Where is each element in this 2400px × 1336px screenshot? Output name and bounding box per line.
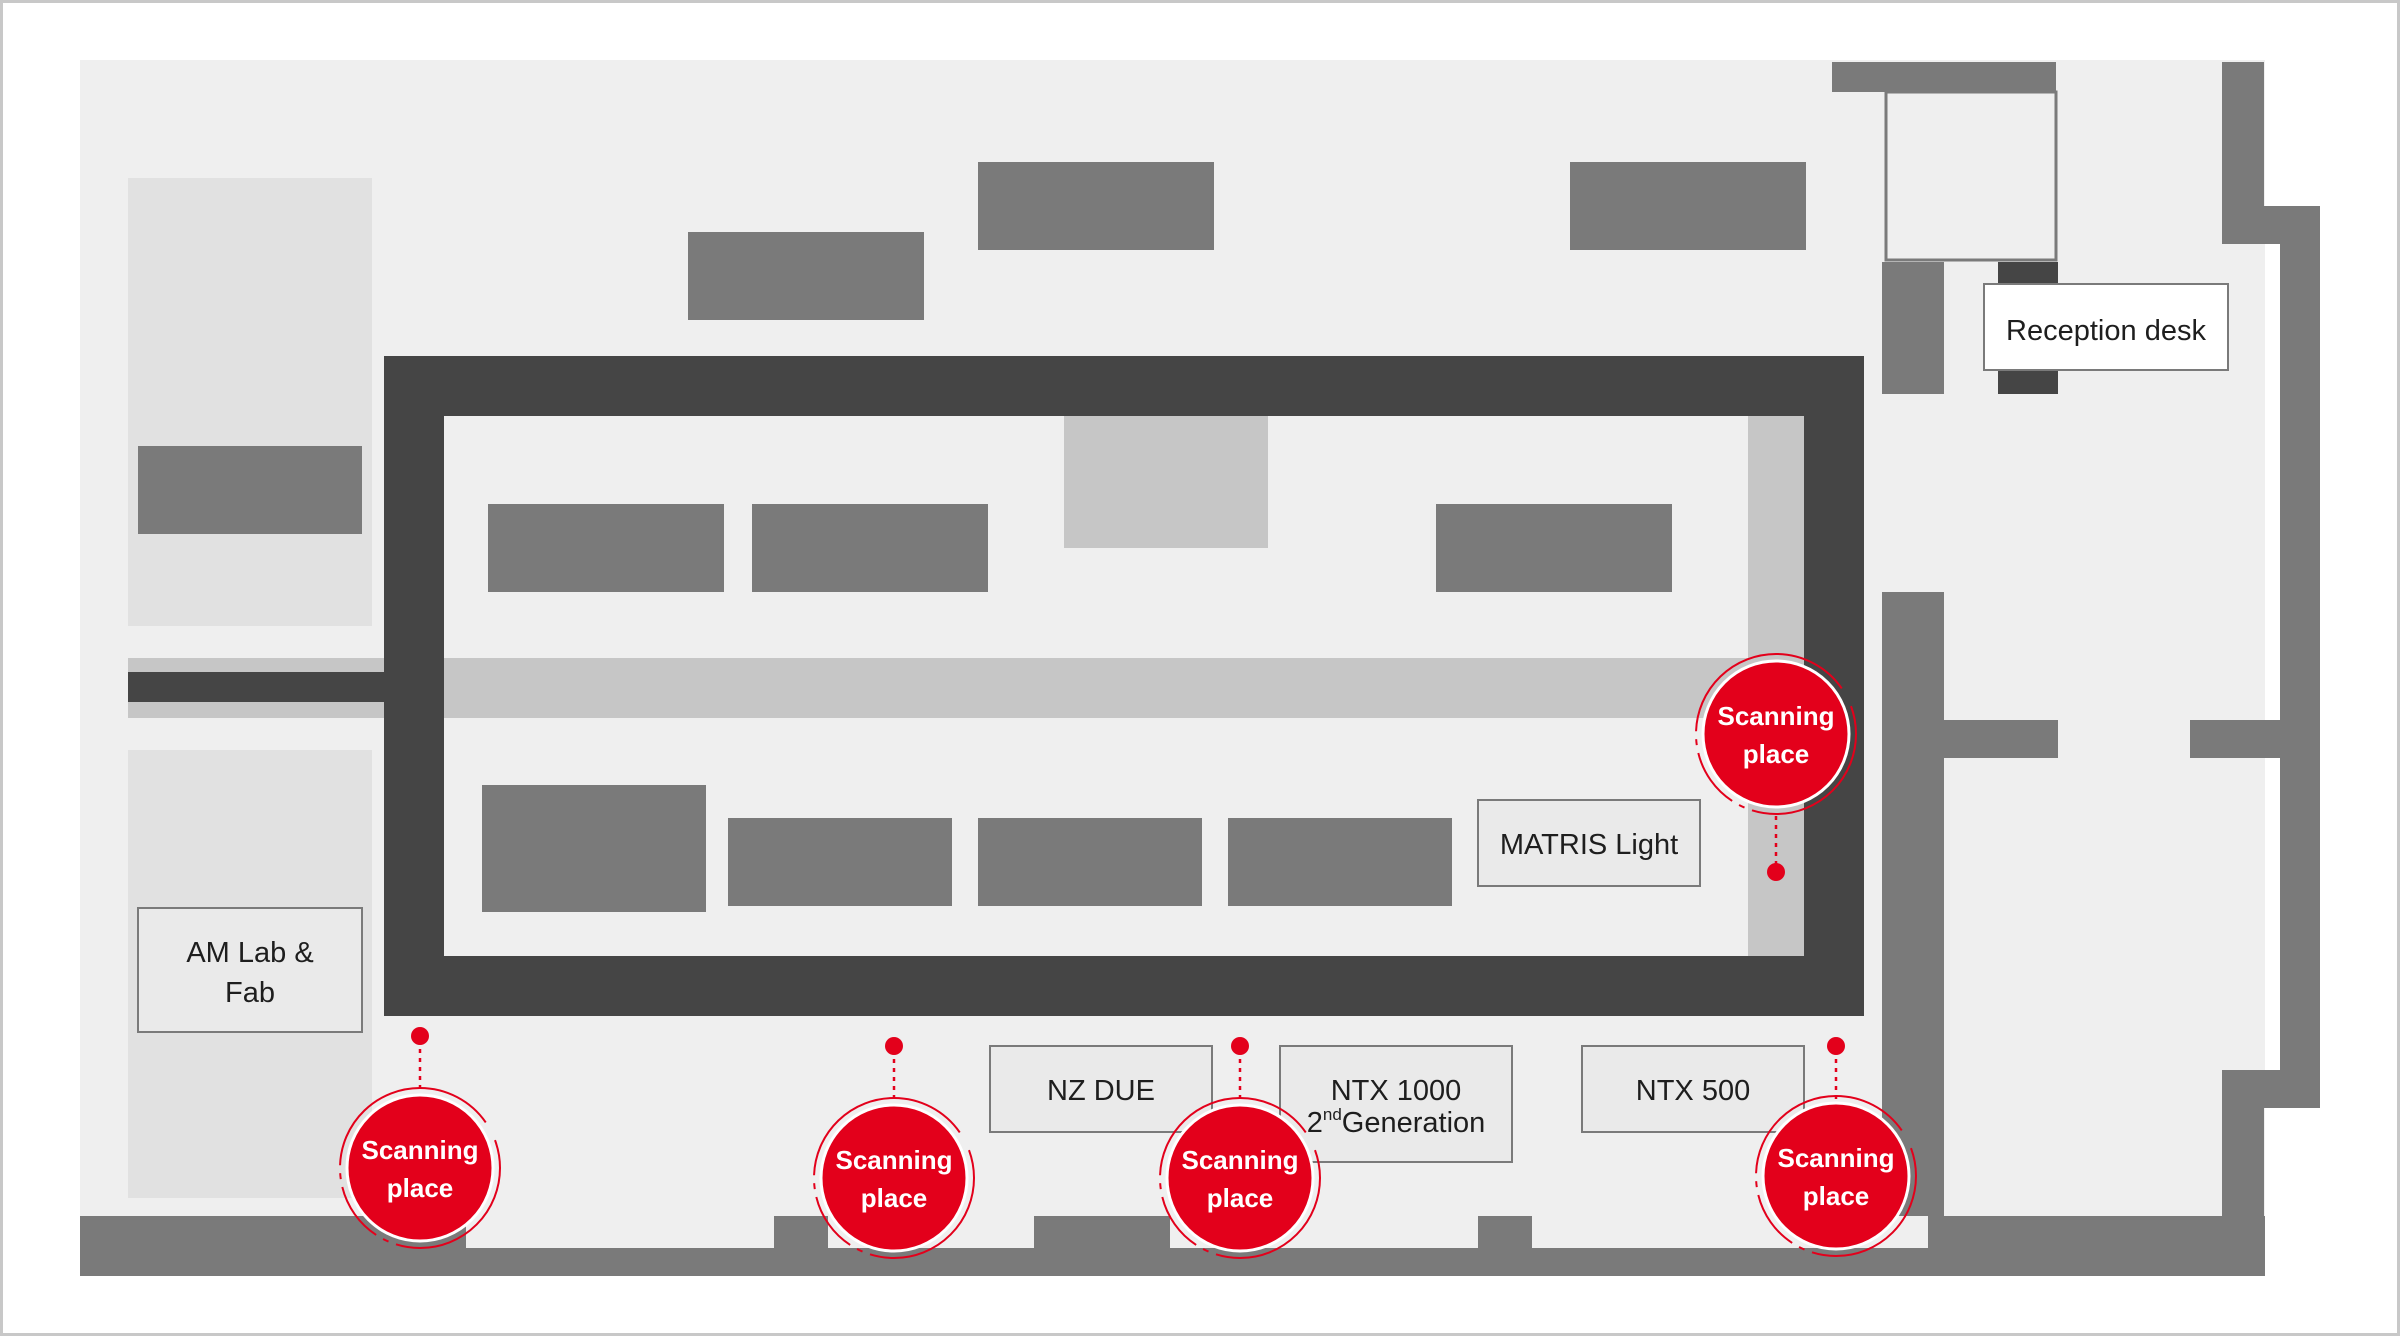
top-machine-1: [688, 232, 924, 320]
scanning-place-text-2b: place: [387, 1173, 454, 1203]
right-partition-upper: [1882, 262, 1944, 394]
right-lower-block: [1928, 1178, 1944, 1216]
scanning-place-ring-1: [1695, 653, 1857, 815]
scanning-place-text-1a: Scanning: [1717, 701, 1834, 731]
scanning-place-ring-2: [339, 1087, 501, 1249]
scanning-place-marker-4[interactable]: Scanning place: [1159, 1037, 1321, 1259]
core-machine-4: [482, 785, 706, 912]
scanning-place-marker-1[interactable]: Scanning place: [1695, 653, 1857, 881]
core-machine-1: [488, 504, 724, 592]
core-machine-5: [728, 818, 952, 906]
core-machine-2: [752, 504, 988, 592]
ntx-500-box: [1581, 1045, 1805, 1133]
matris-light-text: MATRIS Light: [1500, 829, 1678, 861]
ntx-1000-generation: Generation: [1342, 1107, 1486, 1139]
ntx-1000-ordinal: 2: [1307, 1107, 1323, 1139]
core-machine-6: [978, 818, 1202, 906]
scanning-place-text-1b: place: [1743, 739, 1810, 769]
bottom-wall-gap-1: [466, 1216, 774, 1248]
reception-desk-label: Reception desk: [1983, 283, 2229, 371]
scanning-place-circle-4: [1165, 1103, 1315, 1253]
scanning-place-circle-3: [819, 1103, 969, 1253]
core-top-block: [1064, 416, 1268, 548]
nz-due-label: NZ DUE: [989, 1045, 1213, 1133]
scanning-place-marker-2[interactable]: Scanning place: [339, 1027, 501, 1249]
scanning-place-text-3a: Scanning: [835, 1145, 952, 1175]
reception-desk-text: Reception desk: [2006, 315, 2206, 347]
ntx-1000-label: NTX 1000 2ndGeneration: [1279, 1045, 1513, 1163]
right-partition-lower: [1882, 592, 1944, 1216]
top-machine-2: [978, 162, 1214, 250]
bottom-wall-stub-3: [1478, 1216, 1532, 1248]
left-corridor-wall: [128, 672, 390, 702]
right-outer-wall-lower: [2222, 1070, 2264, 1276]
ntx-500-label: NTX 500: [1581, 1045, 1805, 1133]
matris-light-box: [1477, 799, 1701, 887]
core-center-corridor: [444, 658, 1804, 718]
am-lab-box: [137, 907, 363, 1033]
scanning-place-text-5a: Scanning: [1777, 1143, 1894, 1173]
scanning-place-circle-2: [345, 1093, 495, 1243]
scanning-place-dot-2: [411, 1027, 429, 1045]
am-lab-text-line2: Fab: [225, 977, 275, 1009]
scanning-place-circle-1: [1701, 659, 1851, 809]
ntx-1000-ordinal-suffix: nd: [1323, 1105, 1342, 1124]
right-outer-wall-side: [2280, 206, 2320, 1108]
right-partition-arm: [1882, 720, 2058, 758]
top-right-wall: [1832, 62, 2056, 92]
scanning-place-dot-4: [1231, 1037, 1249, 1055]
ntx-500-text: NTX 500: [1636, 1075, 1750, 1107]
top-machine-3: [1570, 162, 1806, 250]
matris-light-label: MATRIS Light: [1477, 799, 1701, 887]
scanning-place-ring-5: [1755, 1095, 1917, 1257]
am-lab-label: AM Lab & Fab: [137, 907, 363, 1033]
bottom-wall-stub-1: [774, 1216, 828, 1248]
nz-due-text: NZ DUE: [1047, 1075, 1155, 1107]
scanning-place-text-3b: place: [861, 1183, 928, 1213]
ntx-1000-text-line1: NTX 1000: [1331, 1075, 1462, 1107]
left-machine: [138, 446, 362, 534]
scanning-place-ring-3: [813, 1097, 975, 1259]
scanning-place-circle-5: [1761, 1101, 1911, 1251]
scanning-place-marker-5[interactable]: Scanning place: [1755, 1037, 1917, 1257]
ntx-1000-box: [1279, 1045, 1513, 1163]
left-upper-panel: [128, 178, 372, 626]
scanning-place-dot-1: [1767, 863, 1785, 881]
bottom-wall-stub-2: [1034, 1216, 1170, 1248]
small-room-outline: [1884, 90, 2058, 262]
core-machine-7: [1228, 818, 1452, 906]
scanning-place-marker-3[interactable]: Scanning place: [813, 1037, 975, 1259]
right-wall-arm: [2190, 720, 2280, 758]
ntx-1000-text-line2: 2ndGeneration: [1307, 1105, 1486, 1139]
scanning-place-text-4b: place: [1207, 1183, 1274, 1213]
scanning-place-text-5b: place: [1803, 1181, 1870, 1211]
reception-desk-box: [1983, 283, 2229, 371]
scanning-place-text-4a: Scanning: [1181, 1145, 1298, 1175]
scanning-place-ring-4: [1159, 1097, 1321, 1259]
am-lab-text-line1: AM Lab &: [186, 937, 313, 969]
scanning-place-dot-5: [1827, 1037, 1845, 1055]
scanning-place-dot-3: [885, 1037, 903, 1055]
nz-due-box: [989, 1045, 1213, 1133]
core-machine-3: [1436, 504, 1672, 592]
scanning-place-text-2a: Scanning: [361, 1135, 478, 1165]
